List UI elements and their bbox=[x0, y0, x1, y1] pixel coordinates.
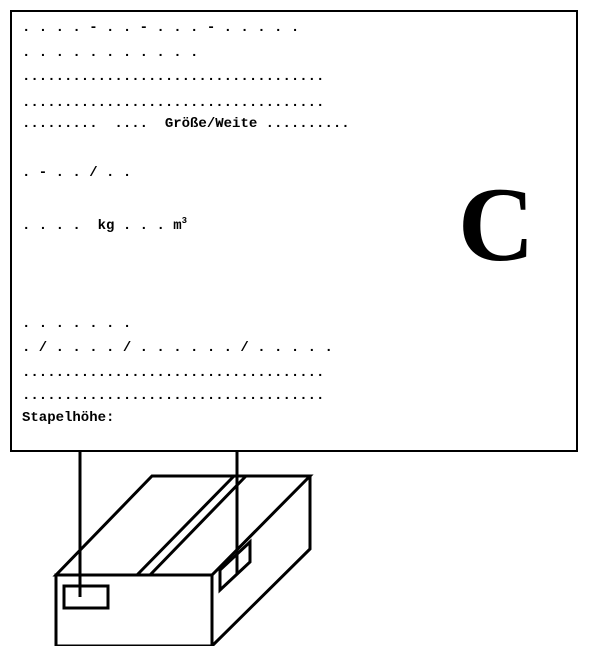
crate-lid-seam-1 bbox=[137, 476, 234, 575]
crate-top-face bbox=[56, 476, 310, 575]
front-label-marker bbox=[64, 586, 108, 608]
side-label-marker bbox=[220, 542, 250, 590]
